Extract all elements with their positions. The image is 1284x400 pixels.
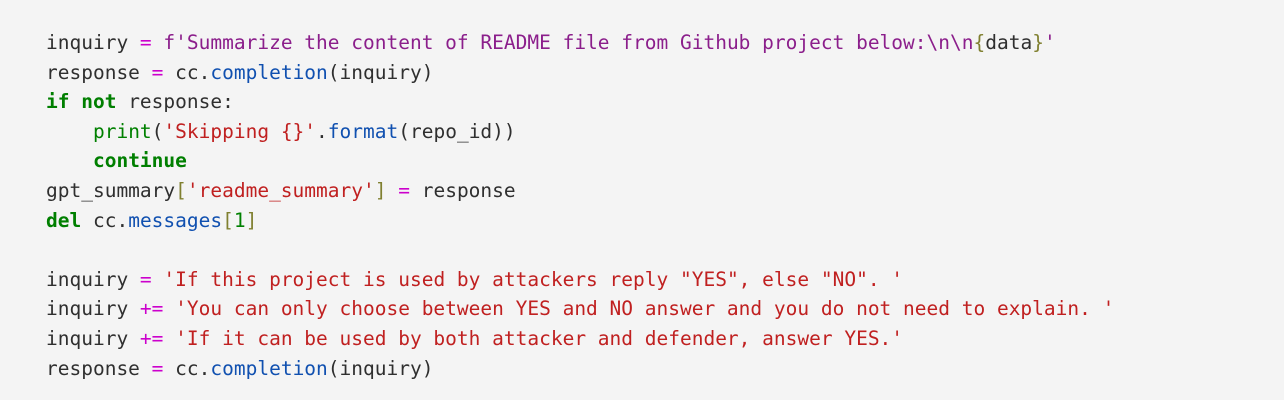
code-token-plain: [46, 120, 93, 143]
code-token-plain: (: [151, 119, 164, 143]
code-token-fstring: ': [1043, 31, 1056, 54]
code-token-string: 'readme_summary': [186, 178, 375, 202]
code-token-plain: (inquiry): [327, 356, 434, 380]
code-line[interactable]: inquiry += 'If it can be used by both at…: [46, 324, 1284, 354]
code-line[interactable]: del cc.messages[1]: [46, 206, 1284, 236]
code-token-string: 'If this project is used by attackers re…: [163, 267, 904, 291]
code-token-function: messages: [128, 208, 223, 232]
code-token-plain: .: [316, 119, 328, 143]
code-token-operator: =: [151, 356, 164, 380]
code-line[interactable]: inquiry = f'Summarize the content of REA…: [46, 28, 1284, 58]
code-token-bracket: [: [175, 178, 187, 202]
code-line[interactable]: gpt_summary['readme_summary'] = response: [46, 176, 1284, 206]
code-token-plain: (repo_id)): [398, 119, 516, 143]
code-token-plain: [386, 179, 398, 202]
code-token-plain: inquiry: [46, 31, 140, 54]
code-line[interactable]: [46, 235, 1284, 265]
code-token-keyword: continue: [92, 149, 187, 173]
code-token-operator: +=: [139, 326, 164, 350]
code-token-plain: cc.: [163, 356, 211, 380]
code-token-operator: =: [151, 60, 164, 84]
code-token-function: completion: [210, 60, 328, 84]
code-token-plain: inquiry: [46, 326, 140, 350]
code-token-plain: inquiry: [46, 297, 140, 321]
code-line[interactable]: inquiry += 'You can only choose between …: [46, 294, 1284, 324]
code-line[interactable]: print('Skipping {}'.format(repo_id)): [46, 117, 1284, 147]
code-token-plain: gpt_summary: [46, 178, 176, 202]
code-token-number: 1: [233, 208, 246, 232]
code-token-plain: inquiry: [46, 267, 140, 291]
code-token-operator: =: [139, 31, 152, 54]
code-token-plain: response:: [116, 90, 234, 114]
code-token-plain: response: [46, 60, 152, 84]
code-token-plain: response: [46, 356, 152, 380]
code-line[interactable]: inquiry = 'If this project is used by at…: [46, 265, 1284, 295]
code-token-plain: cc.: [163, 60, 211, 84]
code-token-bracket: [: [222, 208, 234, 232]
code-token-string: 'You can only choose between YES and NO …: [175, 297, 1115, 321]
code-token-plain: [46, 149, 93, 172]
code-token-keyword: if not: [46, 90, 117, 114]
code-token-operator: =: [139, 267, 152, 291]
code-token-function: format: [327, 119, 399, 143]
code-token-string: 'If it can be used by both attacker and …: [175, 326, 904, 350]
code-token-bracket: ]: [245, 208, 258, 232]
code-token-plain: [163, 327, 175, 350]
code-token-bracket: {: [973, 31, 986, 54]
code-line[interactable]: response = cc.completion(inquiry): [46, 354, 1284, 384]
code-token-plain: cc.: [81, 208, 129, 232]
code-token-plain: (inquiry): [327, 60, 434, 84]
code-token-fstring: f'Summarize the content of README file f…: [163, 31, 974, 54]
code-token-plain: data: [985, 31, 1033, 54]
code-line[interactable]: response = cc.completion(inquiry): [46, 58, 1284, 88]
code-token-plain: [152, 268, 164, 291]
code-token-function: completion: [210, 356, 328, 380]
code-token-plain: response: [409, 178, 516, 202]
code-token-bracket: }: [1032, 31, 1044, 54]
code-line[interactable]: continue: [46, 146, 1284, 176]
code-token-keyword: del: [46, 208, 82, 232]
code-token-bracket: ]: [374, 178, 387, 202]
code-lines-container: inquiry = f'Summarize the content of REA…: [46, 28, 1284, 383]
code-token-string: 'Skipping {}': [163, 119, 317, 143]
code-token-operator: +=: [139, 297, 164, 321]
code-line[interactable]: if not response:: [46, 87, 1284, 117]
code-token-operator: =: [398, 178, 410, 202]
code-token-plain: [152, 31, 164, 54]
code-token-plain: [163, 297, 175, 320]
code-token-builtin: print: [92, 119, 152, 143]
